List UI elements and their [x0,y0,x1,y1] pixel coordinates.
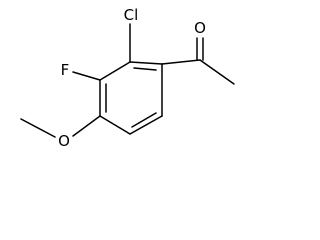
ether-oxygen-atom-label: O [58,132,70,150]
fluorine-atom-label: F [61,61,70,79]
bond-carbonyl-to-methyl [199,59,235,85]
ring-bond-c1-c2-inner [133,67,157,71]
ring-bond-c2-c3 [99,61,131,81]
bond-ring-to-ether-oxygen [72,115,101,137]
ring-bond-c1-c2 [129,61,163,65]
bond-ether-oxygen-to-methyl [20,118,56,138]
chemical-structure-diagram: Cl F O O [20,6,235,150]
ring-bond-c5-c6 [129,115,163,135]
carbonyl-oxygen-atom-label: O [194,19,206,37]
chlorine-atom-label: Cl [124,6,139,24]
ring-bond-c5-c6-inner [131,112,157,128]
bond-ring-to-carbonyl [161,59,201,65]
bond-ring-to-fluorine [72,71,101,81]
ring-bond-c4-c5 [99,115,131,135]
